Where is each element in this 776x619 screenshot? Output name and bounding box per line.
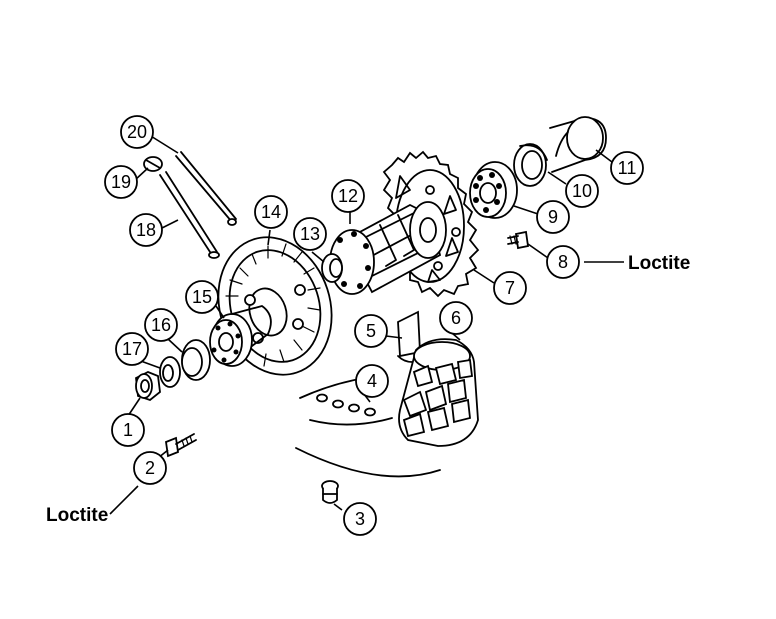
callout-4-label: 4	[367, 371, 377, 391]
part-11-spacer	[549, 116, 607, 173]
callout-10: 10	[565, 174, 599, 208]
part-13-spacer	[321, 253, 343, 283]
callout-8: 8	[546, 245, 580, 279]
part-3-valve	[321, 480, 339, 504]
callout-17: 17	[115, 332, 149, 366]
callout-1-label: 1	[123, 420, 133, 440]
callout-19-label: 19	[111, 172, 131, 192]
callout-2-label: 2	[145, 458, 155, 478]
callout-11-label: 11	[618, 158, 637, 178]
part-2-bolt	[165, 433, 197, 458]
callout-3-label: 3	[355, 509, 365, 529]
callout-7: 7	[493, 271, 527, 305]
callout-2: 2	[133, 451, 167, 485]
callout-8-label: 8	[558, 252, 568, 272]
callout-17-label: 17	[122, 339, 142, 359]
callout-5-label: 5	[366, 321, 376, 341]
loctite-note-right: Loctite	[628, 253, 690, 274]
loctite-note-left: Loctite	[46, 505, 108, 526]
callout-15: 15	[185, 280, 219, 314]
callout-20-label: 20	[127, 122, 147, 142]
callout-1: 1	[111, 413, 145, 447]
callout-5: 5	[354, 314, 388, 348]
tyre-outline	[295, 447, 441, 478]
callout-14-label: 14	[261, 202, 281, 222]
part-10-seal	[513, 143, 548, 187]
callout-6: 6	[439, 301, 473, 335]
callout-12-label: 12	[338, 186, 358, 206]
callout-18-label: 18	[136, 220, 156, 240]
callout-10-label: 10	[572, 181, 592, 201]
callout-14: 14	[254, 195, 288, 229]
part-8-bolt	[507, 230, 530, 250]
callout-11: 11	[610, 151, 644, 185]
callout-12: 12	[331, 179, 365, 213]
part-17-washer	[159, 356, 181, 388]
callout-9-label: 9	[548, 207, 558, 227]
callout-13-label: 13	[300, 224, 320, 244]
part-19-adjuster	[143, 156, 163, 172]
callout-7-label: 7	[505, 278, 515, 298]
part-16-seal	[181, 339, 211, 381]
callout-16-label: 16	[151, 315, 171, 335]
callout-18: 18	[129, 213, 163, 247]
callout-16: 16	[144, 308, 178, 342]
part-9-bearing	[469, 161, 518, 219]
part-12-hub	[329, 201, 447, 295]
callout-3: 3	[343, 502, 377, 536]
callout-19: 19	[104, 165, 138, 199]
callout-9: 9	[536, 200, 570, 234]
part-6-tyre	[398, 338, 479, 447]
part-18-axle	[159, 171, 220, 259]
callout-15-label: 15	[192, 287, 212, 307]
part-1-axle-nut	[135, 371, 161, 402]
part-20-axle	[175, 151, 237, 226]
callout-20: 20	[120, 115, 154, 149]
callout-13: 13	[293, 217, 327, 251]
callout-4: 4	[355, 364, 389, 398]
callout-6-label: 6	[451, 308, 461, 328]
part-15-bearing	[209, 305, 272, 367]
